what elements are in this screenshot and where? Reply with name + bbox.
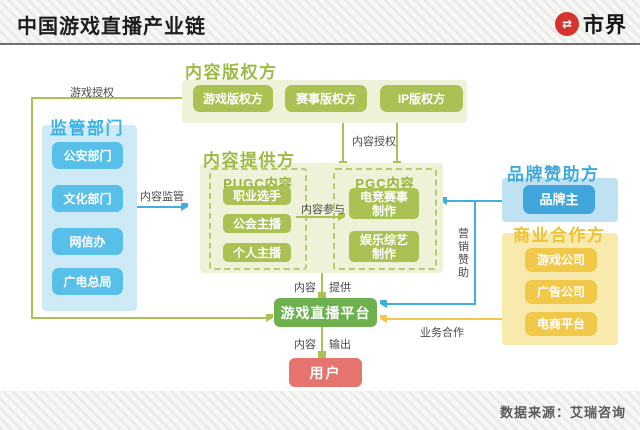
- flow-business-coop-line: [387, 318, 502, 320]
- flow-content-license-label: 内容授权: [352, 136, 396, 148]
- node-public-security: 公安部门: [52, 142, 123, 169]
- node-cyberspace-office: 网信办: [52, 228, 123, 255]
- flow-content-supply-line: [321, 273, 323, 293]
- node-guild-streamer: 公会主播: [223, 214, 291, 233]
- data-source: 数据来源：艾瑞咨询: [499, 405, 626, 420]
- arrowhead-icon: [181, 203, 188, 211]
- pgc-title: PGC内容: [355, 176, 415, 191]
- flow-marketing-line: [474, 200, 476, 305]
- arrowhead-icon: [380, 315, 387, 323]
- flow-content-license-line: [342, 112, 344, 162]
- flow-content-output-label: 内容: [294, 339, 316, 351]
- flow-marketing-line: [387, 303, 475, 305]
- copyright-title: 内容版权方: [185, 63, 278, 82]
- node-culture-dept: 文化部门: [52, 185, 123, 212]
- flow-business-coop-label: 业务合作: [420, 327, 464, 339]
- node-ip-copyright: IP版权方: [380, 85, 463, 112]
- flow-game-license-line: [31, 97, 33, 319]
- node-variety-production: 娱乐综艺制作: [349, 231, 419, 262]
- node-broadcast-admin: 广电总局: [52, 268, 123, 295]
- flow-marketing-label: 营销赞助: [458, 228, 469, 279]
- regulators-title: 监管部门: [50, 119, 124, 138]
- node-streaming-platform: 游戏直播平台: [274, 298, 377, 327]
- footer-band: [0, 391, 640, 430]
- header-band: 中国游戏直播产业链 ⇄ 市界: [0, 0, 640, 45]
- arrowhead-icon: [266, 314, 273, 322]
- arrowhead-icon: [318, 292, 326, 299]
- node-ad-company: 广告公司: [525, 280, 597, 304]
- flow-content-output-label: 输出: [329, 339, 351, 351]
- page-title: 中国游戏直播产业链: [17, 16, 206, 38]
- node-brand-owner: 品牌主: [523, 185, 595, 214]
- flow-content-supply-label: 提供: [329, 282, 351, 294]
- node-ecommerce-platform: 电商平台: [525, 312, 597, 336]
- node-esports-production: 电竞赛事制作: [349, 188, 419, 219]
- provider-title: 内容提供方: [203, 151, 296, 170]
- shijie-logo-icon: ⇄: [555, 12, 579, 36]
- brand-sponsor-title: 品牌赞助方: [507, 165, 600, 184]
- arrowhead-icon: [440, 197, 447, 205]
- flow-content-regulation-label: 内容监管: [140, 191, 184, 203]
- flow-content-participation-line: [296, 216, 338, 218]
- node-pro-player: 职业选手: [223, 186, 291, 205]
- business-title: 商业合作方: [513, 226, 606, 245]
- flow-content-participation-label: 内容参与: [301, 204, 345, 216]
- flow-game-license-line: [31, 97, 194, 99]
- node-user: 用户: [289, 358, 362, 387]
- flow-content-regulation-line: [137, 206, 181, 208]
- brand-logo: ⇄ 市界: [555, 9, 627, 39]
- flow-content-supply-label: 内容: [294, 282, 316, 294]
- node-game-copyright: 游戏版权方: [193, 85, 273, 112]
- node-game-company: 游戏公司: [525, 248, 597, 272]
- flow-game-license-label: 游戏授权: [70, 87, 114, 99]
- pgc-group: PGC内容: [333, 168, 437, 270]
- brand-name: 市界: [583, 14, 627, 37]
- flow-game-license-line: [31, 317, 267, 319]
- node-individual-streamer: 个人主播: [223, 243, 291, 262]
- flow-content-output-line: [321, 327, 323, 352]
- node-esports-copyright: 赛事版权方: [285, 85, 367, 112]
- arrowhead-icon: [318, 351, 326, 358]
- flow-content-license-line: [396, 112, 398, 162]
- arrowhead-icon: [338, 213, 345, 221]
- arrowhead-icon: [380, 300, 387, 308]
